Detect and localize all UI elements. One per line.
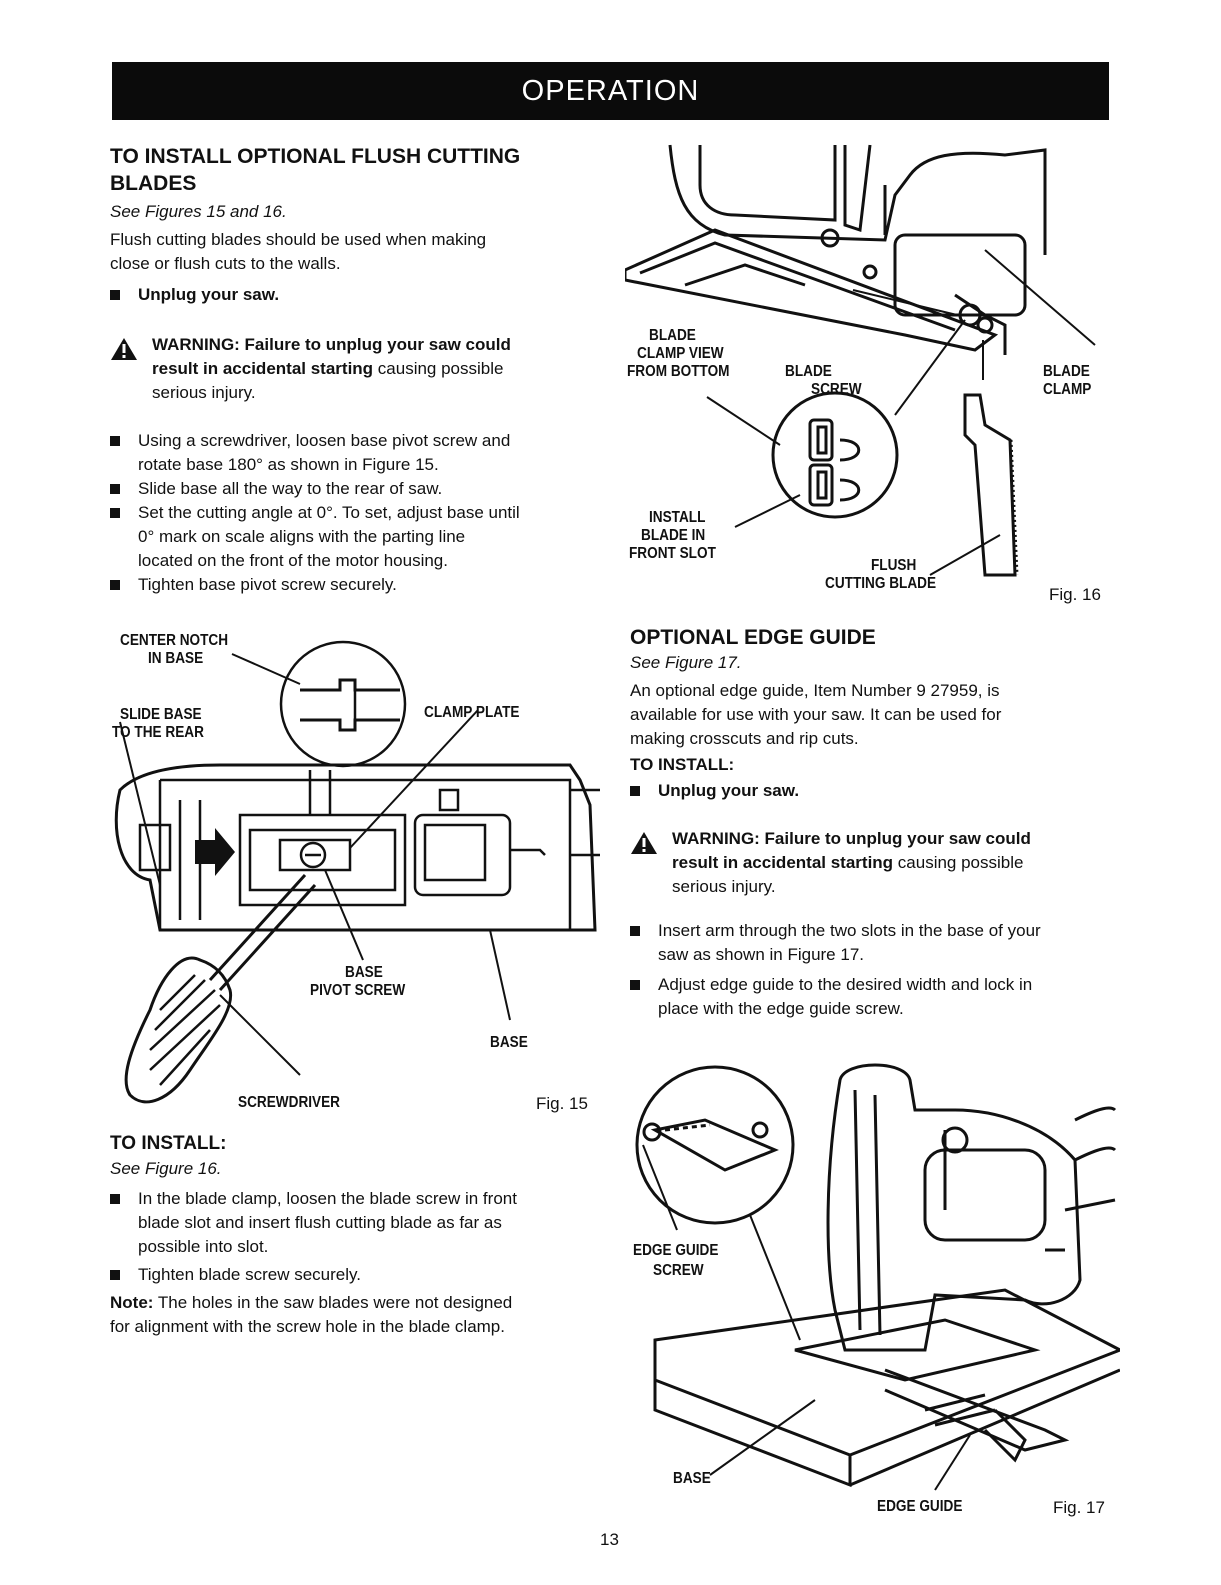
fig15-label-center-notch-1: CENTER NOTCH (120, 632, 229, 649)
flush-unplug-bullet: Unplug your saw. (110, 283, 600, 307)
fig16-label-install-2: BLADE IN (641, 527, 706, 544)
fig15-label-base-pivot-2: PIVOT SCREW (310, 982, 406, 999)
note-text-1: The holes in the saw blades were not des… (153, 1293, 513, 1312)
fig17-label-edge-screw-2: SCREW (653, 1262, 704, 1279)
flush-bullet-3: Set the cutting angle at 0°. To set, adj… (110, 501, 600, 573)
fig17-label-base: BASE (673, 1470, 711, 1487)
install-flush-bullet-1: In the blade clamp, loosen the blade scr… (110, 1187, 600, 1259)
fig15-label-base: BASE (490, 1034, 528, 1051)
fig15-label-center-notch-2: IN BASE (148, 650, 204, 667)
fig17-label-edge-screw-1: EDGE GUIDE (633, 1242, 719, 1259)
flush-intro-line1: Flush cutting blades should be used when… (110, 230, 487, 249)
warning-triangle-icon (111, 338, 137, 360)
figure-15-drawing (114, 640, 600, 1104)
edge-bullet-1: Insert arm through the two slots in the … (630, 919, 1115, 967)
fig15-label-slide-base-2: TO THE REAR (112, 724, 204, 741)
warning-triangle-icon (631, 832, 657, 854)
flush-bullet-1-line2: rotate base 180° as shown in Figure 15. (138, 455, 439, 474)
install-flush-section: TO INSTALL: See Figure 16. In the blade … (110, 1130, 600, 1339)
edge-warning-bold2: result in accidental starting (672, 853, 894, 872)
install-flush-bullet-1-line2: blade slot and insert flush cutting blad… (138, 1213, 502, 1232)
fig16-label-clamp-view-2: CLAMP VIEW (637, 345, 724, 362)
fig16-label-flush-2: CUTTING BLADE (825, 575, 937, 592)
flush-bullet-4: Tighten base pivot screw securely. (110, 573, 600, 597)
install-flush-bullet-1-line1: In the blade clamp, loosen the blade scr… (138, 1189, 517, 1208)
edge-para-line2: available for use with your saw. It can … (630, 705, 1002, 724)
flush-bullet-1: Using a screwdriver, loosen base pivot s… (110, 429, 600, 477)
flush-intro-line2: close or flush cuts to the walls. (110, 254, 341, 273)
flush-bullet-3-line1: Set the cutting angle at 0°. To set, adj… (138, 503, 520, 522)
install-flush-see: See Figure 16. (110, 1159, 222, 1178)
flush-unplug-text: Unplug your saw. (138, 285, 280, 304)
install-flush-bullet-1-line3: possible into slot. (138, 1237, 269, 1256)
flush-warning-line3: serious injury. (152, 383, 256, 402)
edge-install-heading: TO INSTALL: (630, 755, 735, 774)
flush-bullet-3-line3: located on the front of the motor housin… (138, 551, 448, 570)
edge-warning: WARNING: Failure to unplug your saw coul… (630, 827, 1115, 899)
fig15-label-screwdriver: SCREWDRIVER (238, 1094, 341, 1111)
edge-guide-section: OPTIONAL EDGE GUIDE See Figure 17. An op… (630, 624, 1115, 1021)
flush-warning: WARNING: Failure to unplug your saw coul… (110, 333, 600, 405)
section-header: OPERATION (112, 62, 1109, 120)
fig16-label-flush-1: FLUSH (871, 557, 917, 574)
edge-para-line1: An optional edge guide, Item Number 9 27… (630, 681, 1000, 700)
edge-bullet-1-line2: saw as shown in Figure 17. (658, 945, 864, 964)
fig15-label-base-pivot-1: BASE (345, 964, 383, 981)
flush-warning-rest2: causing possible (373, 359, 504, 378)
figure-17-drawing (635, 1063, 1120, 1491)
fig16-label-clamp-view-3: FROM BOTTOM (627, 363, 730, 380)
flush-heading-line2: BLADES (110, 172, 197, 195)
fig15-number: Fig. 15 (536, 1094, 588, 1113)
edge-warning-rest2: causing possible (893, 853, 1024, 872)
install-flush-bullet-2: Tighten blade screw securely. (110, 1263, 600, 1287)
flush-bullet-4-line1: Tighten base pivot screw securely. (138, 575, 397, 594)
flush-blades-section: TO INSTALL OPTIONAL FLUSH CUTTING BLADES… (110, 143, 600, 597)
edge-unplug-text: Unplug your saw. (658, 781, 800, 800)
flush-bullet-2: Slide base all the way to the rear of sa… (110, 477, 600, 501)
edge-see: See Figure 17. (630, 653, 742, 672)
install-flush-note-line2: for alignment with the screw hole in the… (110, 1317, 505, 1336)
edge-bullet-2-line1: Adjust edge guide to the desired width a… (658, 975, 1033, 994)
install-flush-note-line1: Note: The holes in the saw blades were n… (110, 1291, 600, 1315)
fig17-label-edge-guide: EDGE GUIDE (877, 1498, 963, 1515)
flush-bullet-1-line1: Using a screwdriver, loosen base pivot s… (138, 431, 511, 450)
flush-bullet-3-line2: 0° mark on scale aligns with the parting… (138, 527, 466, 546)
fig16-label-blade-clamp-2: CLAMP (1043, 381, 1092, 398)
flush-bullet-2-line1: Slide base all the way to the rear of sa… (138, 479, 443, 498)
fig16-label-install-1: INSTALL (649, 509, 706, 526)
fig15-label-clamp-plate: CLAMP PLATE (424, 704, 520, 721)
fig15-label-slide-base-1: SLIDE BASE (120, 706, 202, 723)
install-flush-bullet-2-line1: Tighten blade screw securely. (138, 1265, 361, 1284)
flush-heading-line1: TO INSTALL OPTIONAL FLUSH CUTTING (110, 145, 521, 168)
fig16-label-blade-clamp-1: BLADE (1043, 363, 1090, 380)
figure-17: EDGE GUIDE SCREW BASE EDGE GUIDE Fig. 17 (625, 1050, 1120, 1525)
fig16-label-blade-screw-2: SCREW (811, 381, 862, 398)
flush-warning-bold2: result in accidental starting (152, 359, 374, 378)
edge-bullet-2-line2: place with the edge guide screw. (658, 999, 904, 1018)
fig16-label-blade-screw-1: BLADE (785, 363, 832, 380)
fig16-number: Fig. 16 (1049, 585, 1101, 604)
edge-warning-line3: serious injury. (672, 877, 776, 896)
figure-15: CENTER NOTCH IN BASE SLIDE BASE TO THE R… (100, 630, 610, 1120)
flush-warning-line1: WARNING: Failure to unplug your saw coul… (152, 335, 511, 354)
fig16-label-install-3: FRONT SLOT (629, 545, 716, 562)
edge-bullet-1-line1: Insert arm through the two slots in the … (658, 921, 1041, 940)
figure-16-drawing (625, 144, 1096, 577)
install-flush-heading: TO INSTALL: (110, 1133, 227, 1154)
fig16-label-clamp-view-1: BLADE (649, 327, 696, 344)
edge-heading: OPTIONAL EDGE GUIDE (630, 626, 876, 649)
fig17-number: Fig. 17 (1053, 1498, 1105, 1517)
figure-16: BLADE CLAMP VIEW FROM BOTTOM BLADE SCREW… (625, 135, 1115, 615)
edge-bullet-2: Adjust edge guide to the desired width a… (630, 973, 1115, 1021)
edge-unplug-bullet: Unplug your saw. (630, 779, 1115, 803)
flush-see-figures: See Figures 15 and 16. (110, 202, 287, 221)
edge-warning-line1: WARNING: Failure to unplug your saw coul… (672, 829, 1031, 848)
edge-para-line3: making crosscuts and rip cuts. (630, 729, 859, 748)
note-label: Note: (110, 1293, 154, 1312)
page-number: 13 (600, 1530, 619, 1549)
section-title: OPERATION (521, 74, 700, 107)
